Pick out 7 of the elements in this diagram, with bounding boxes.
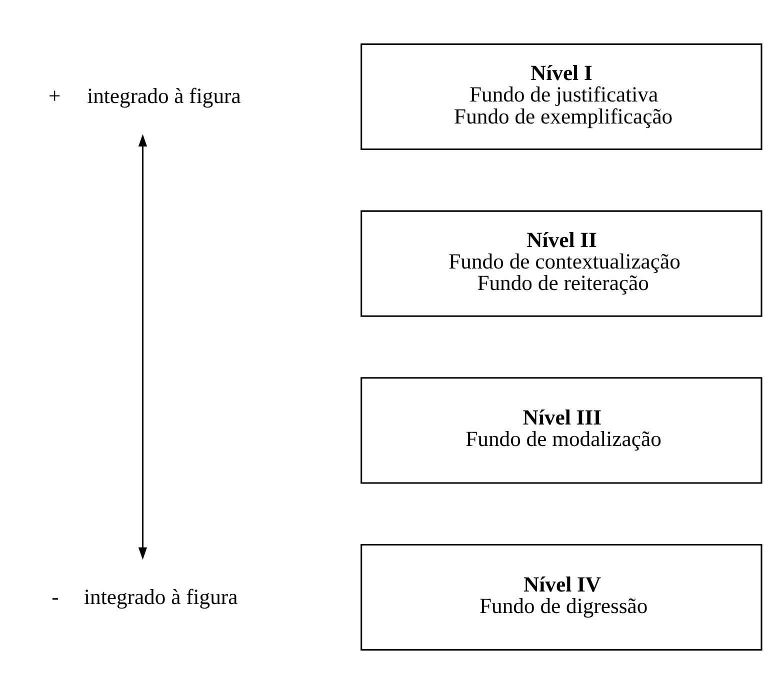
arrow <box>138 134 148 560</box>
node-box: Nível IV Fundo de digressão <box>360 544 762 651</box>
node-text: - integrado à figura <box>52 584 238 609</box>
node-box: Nível II Fundo de contextualização Fundo de reiteração <box>360 210 762 317</box>
node-box: Nível I Fundo de justificativa Fundo de exemplificação <box>360 43 762 150</box>
node-box: Nível III Fundo de modalização <box>360 377 762 484</box>
node-text: + integrado à figura <box>48 84 241 108</box>
